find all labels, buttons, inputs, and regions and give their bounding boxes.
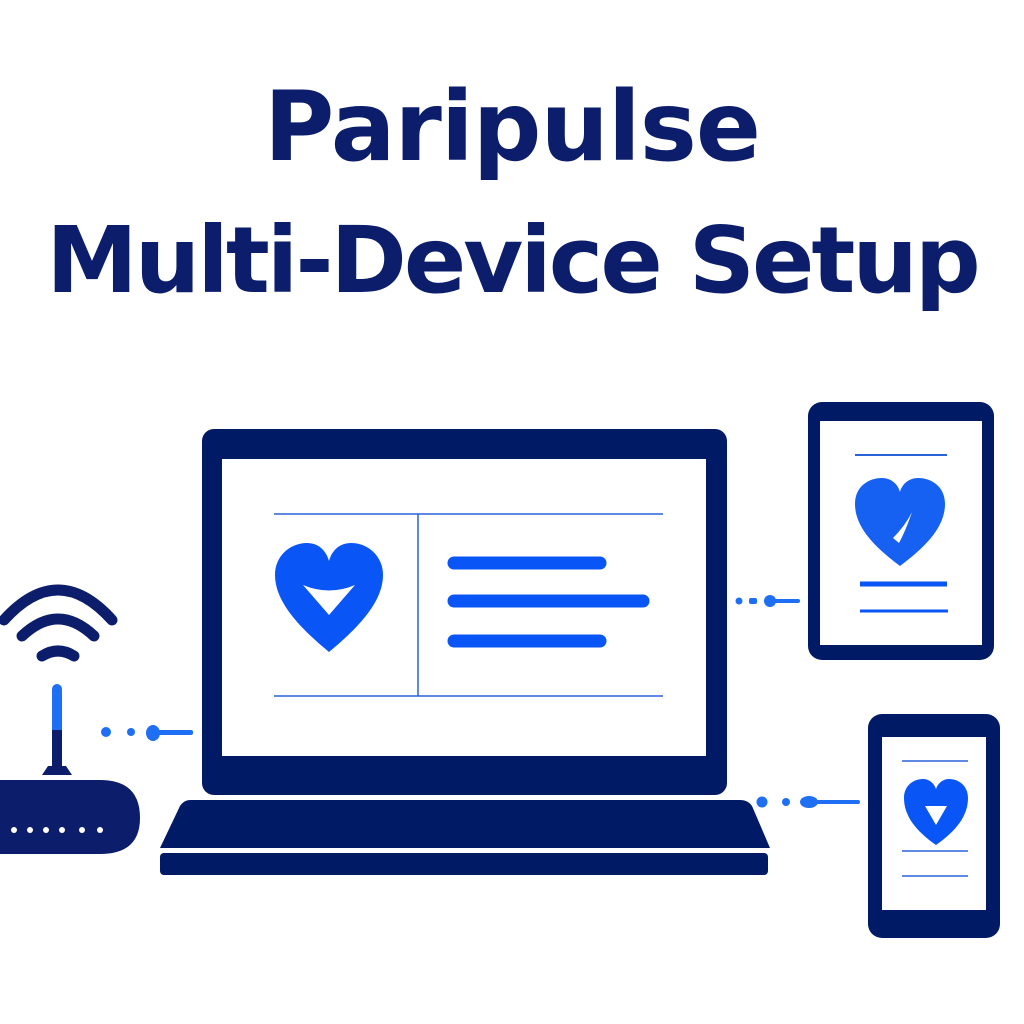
tablet-icon (808, 402, 994, 660)
phone-icon (868, 714, 1000, 938)
connector-router-laptop (101, 725, 193, 741)
heart-check-icon (855, 478, 945, 566)
text-lines (447, 556, 650, 648)
connector-laptop-tablet (735, 595, 800, 607)
heart-icon (275, 543, 383, 652)
laptop-icon (160, 429, 770, 875)
wifi-signal-icon (0, 584, 118, 662)
title-brand: Paripulse (263, 71, 761, 183)
wifi-router-icon (0, 684, 140, 854)
heart-icon (904, 779, 968, 845)
title-subtitle: Multi-Device Setup (46, 207, 981, 314)
connector-laptop-phone (756, 796, 860, 808)
